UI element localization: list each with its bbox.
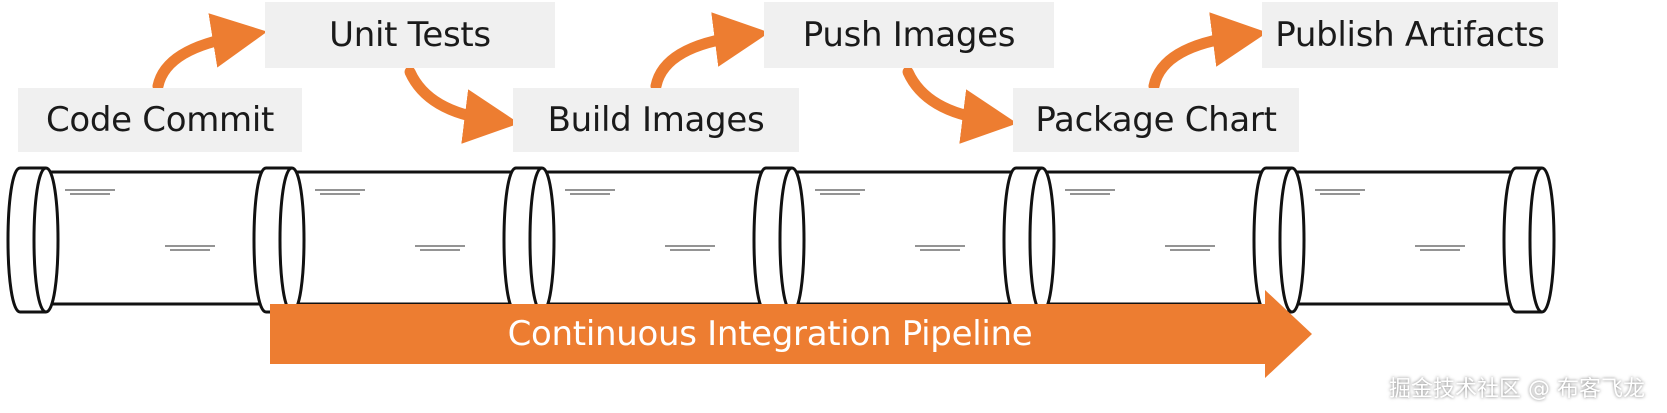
pipe-collars xyxy=(6,166,1556,314)
stage-package-chart: Package Chart xyxy=(1013,88,1299,152)
stage-unit-tests: Unit Tests xyxy=(265,2,555,68)
stage-push-images: Push Images xyxy=(764,2,1054,68)
pipe-collar xyxy=(1252,166,1306,314)
watermark: 掘金技术社区 @ 布客飞龙 xyxy=(1389,377,1645,402)
stage-code-commit: Code Commit xyxy=(18,88,302,152)
arrow-code-commit-to-unit-tests xyxy=(152,13,268,92)
pipe-collar xyxy=(1002,166,1056,314)
arrow-unit-tests-to-build-images xyxy=(404,66,520,144)
pipe-collar xyxy=(1502,166,1556,314)
pipe-collar xyxy=(502,166,556,314)
arrow-build-images-to-push-images xyxy=(650,12,770,92)
arrow-package-chart-to-publish-artifacts xyxy=(1148,12,1268,92)
pipe-collar xyxy=(252,166,306,314)
stage-arrows xyxy=(152,12,1268,144)
stage-build-images: Build Images xyxy=(513,88,799,152)
pipeline-banner-arrow xyxy=(270,290,1312,378)
pipe-collar xyxy=(752,166,806,314)
pipe-collar xyxy=(6,166,60,314)
pipeline-banner-label: Continuous Integration Pipeline xyxy=(507,314,1033,354)
stage-publish-artifacts: Publish Artifacts xyxy=(1262,2,1558,68)
arrow-push-images-to-package-chart xyxy=(902,66,1018,144)
